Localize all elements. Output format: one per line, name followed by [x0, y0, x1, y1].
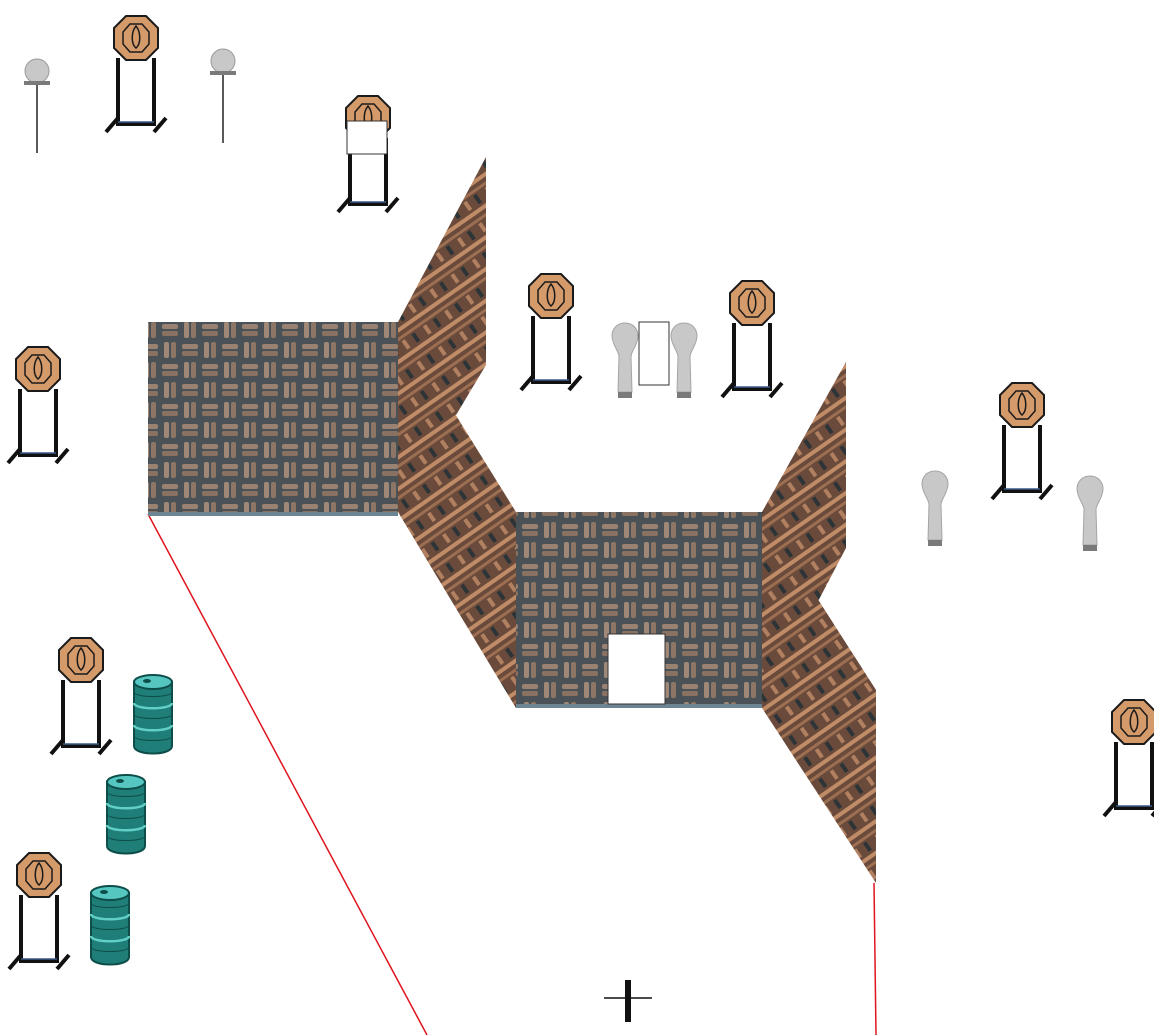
no-shoot-panel-icon — [639, 322, 669, 385]
wall-port-opening — [608, 634, 665, 704]
barrel-icon — [134, 675, 172, 754]
wall-panel-left-front — [148, 322, 398, 514]
wall-base-left — [148, 512, 398, 516]
no-shoot-panel-icon — [347, 121, 387, 154]
barrel-icon — [107, 775, 145, 854]
barrel-icon — [91, 886, 129, 965]
wall-base-center — [516, 704, 762, 708]
